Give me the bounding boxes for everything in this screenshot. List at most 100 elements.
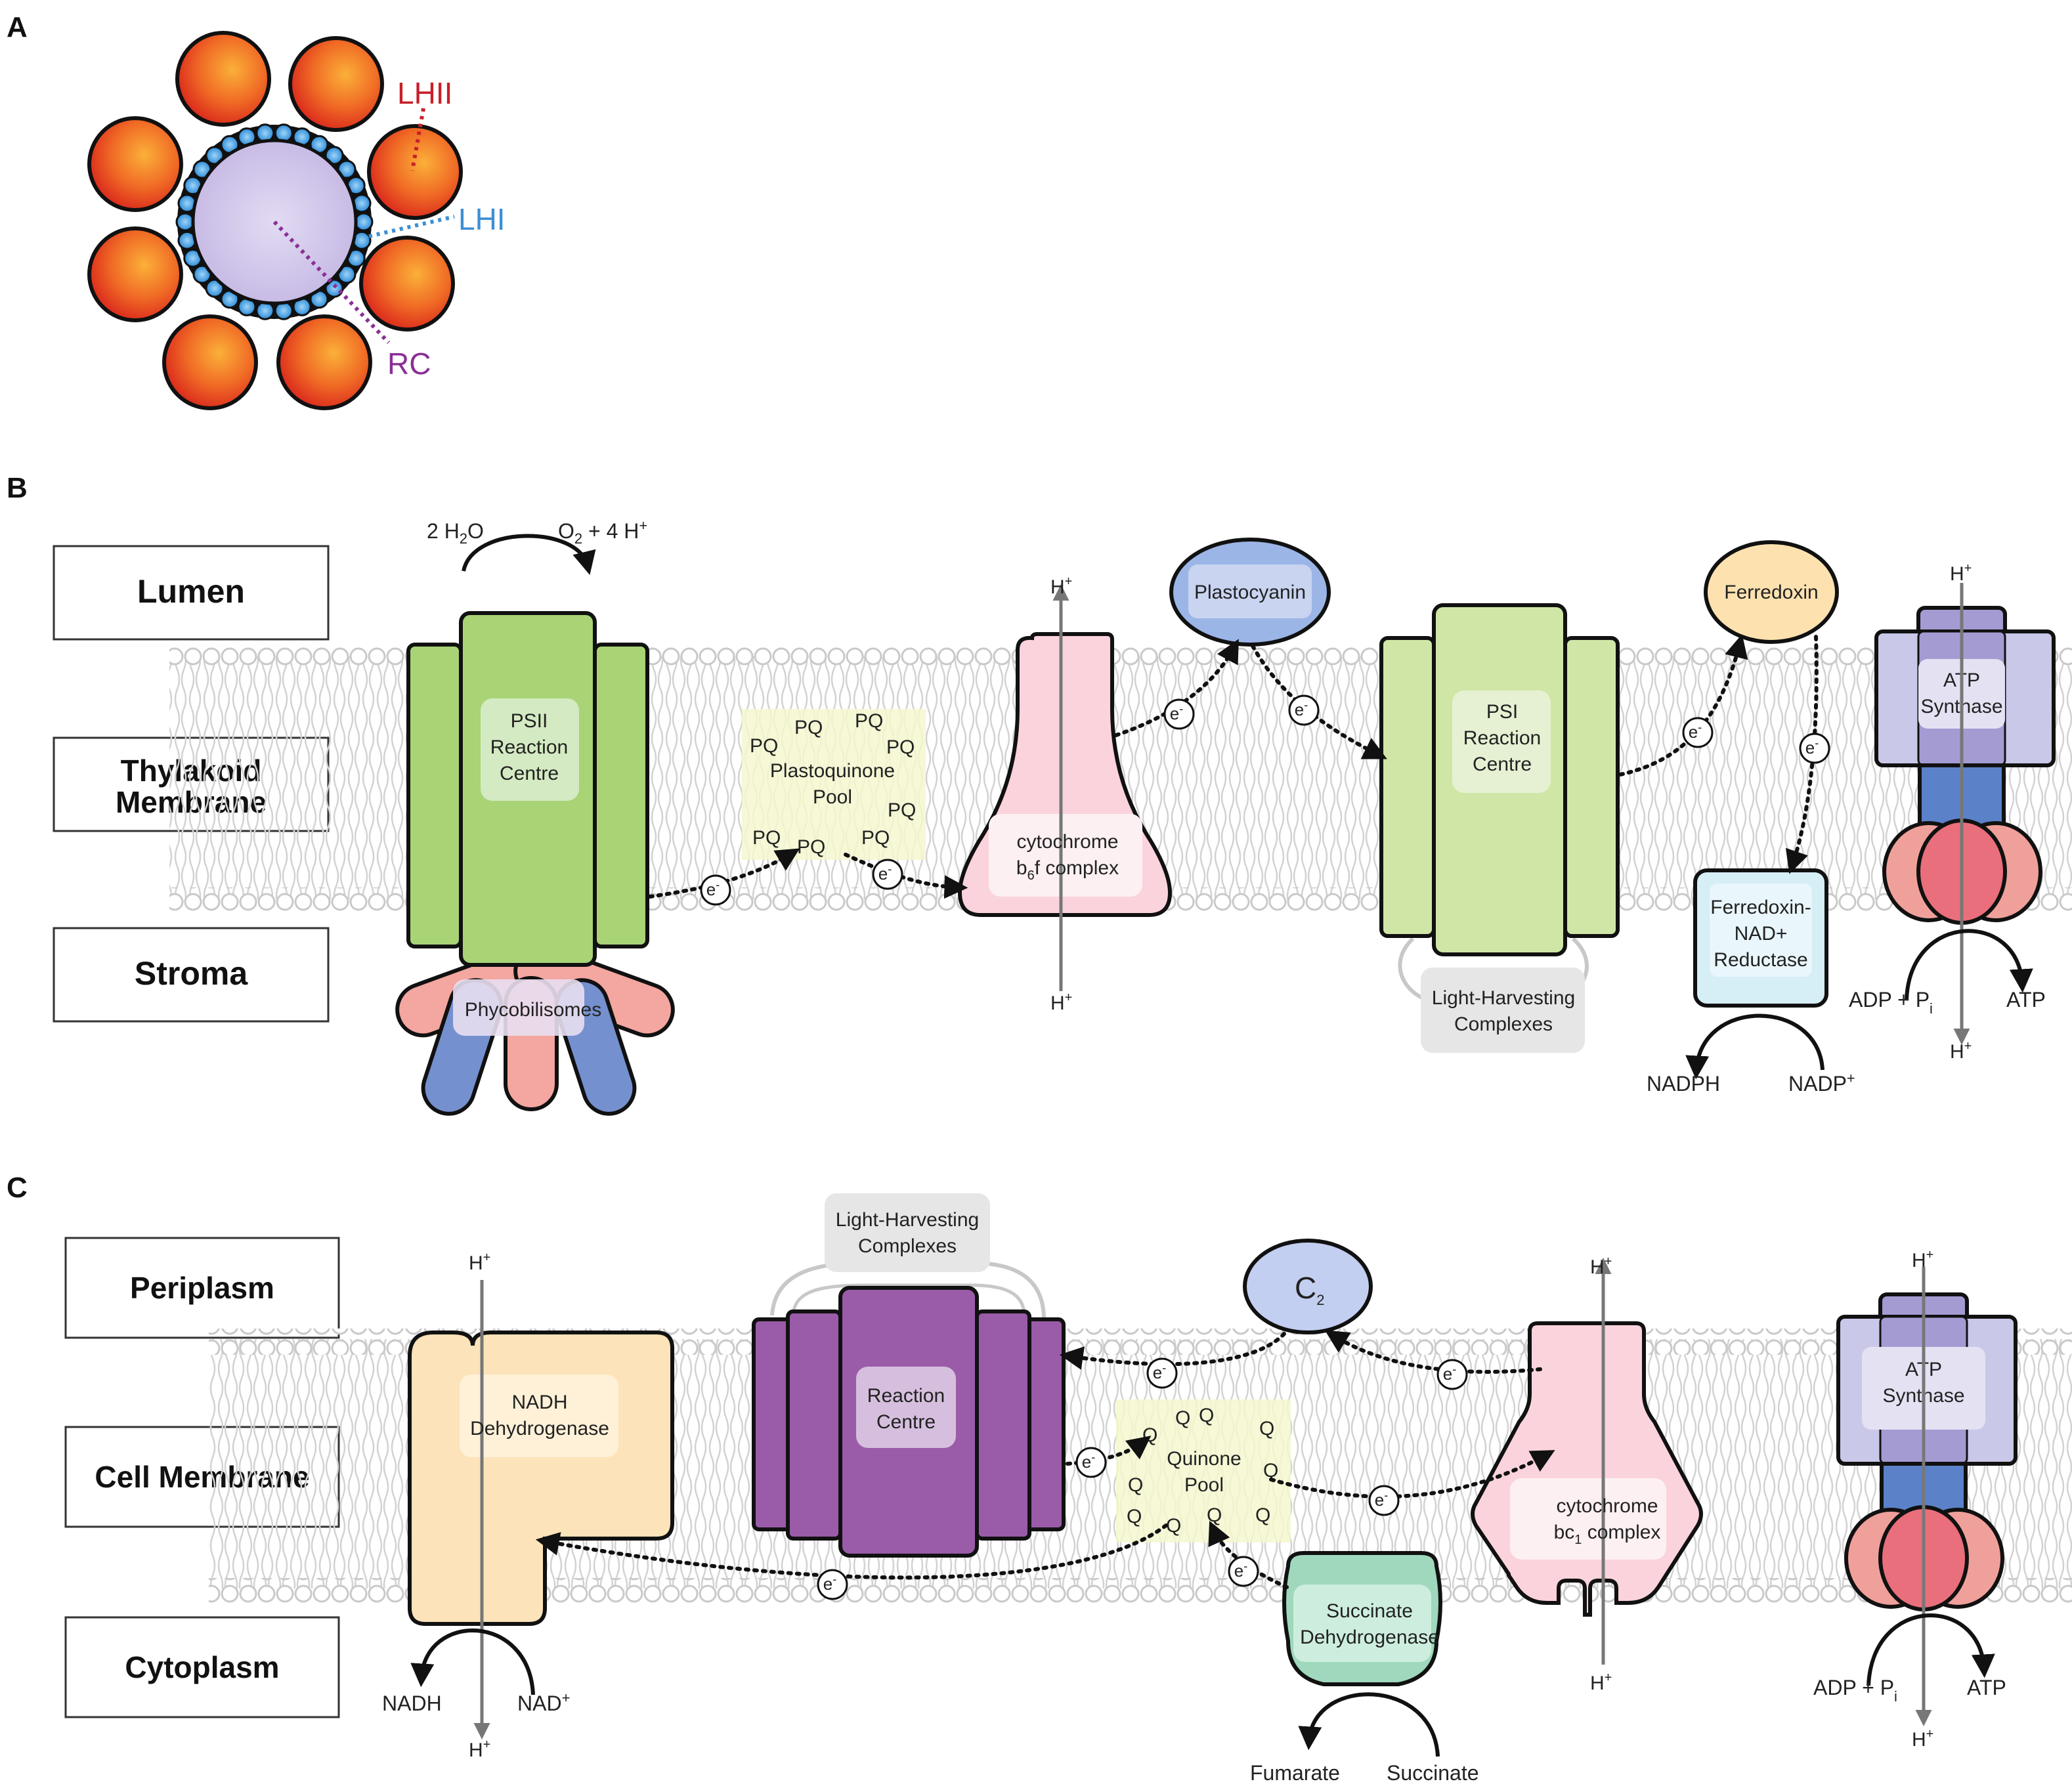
- electron-icon: e-: [1682, 717, 1714, 748]
- panel-b-thylakoid: Lumen Thylakoid Membrane Stroma 2 H2O O2…: [53, 517, 2072, 1116]
- lhii-complex: [367, 124, 463, 220]
- proton-label: H+: [1950, 1039, 1972, 1063]
- plastoquinone-pool-label: Plastoquinone: [770, 760, 895, 782]
- svg-text:e-: e-: [706, 878, 720, 899]
- cytb6f-label: cytochrome: [1016, 831, 1118, 853]
- phycobilisomes-label: Phycobilisomes: [465, 999, 601, 1021]
- lhi-pigment: [205, 278, 225, 298]
- ferredoxin-nad-reductase: Ferredoxin- NAD+ Reductase NADPH NADP+: [1647, 868, 1855, 1096]
- atp-synthase-c: ATP Synthase H+ H+ ADP + Pi ATP: [1813, 1248, 2018, 1751]
- succinate-dehydrogenase: Succinate Dehydrogenase Fumarate Succina…: [1250, 1551, 1479, 1785]
- electron-icon: e-: [1075, 1447, 1107, 1478]
- svg-text:e-: e-: [1805, 736, 1819, 757]
- panel-label-b: B: [7, 472, 28, 504]
- q-token: Q: [1127, 1506, 1142, 1527]
- cytb6f-label-box: [989, 814, 1142, 897]
- sdh-label: Dehydrogenase: [1300, 1627, 1439, 1648]
- lhi-pigment: [175, 212, 195, 232]
- psi-label: Centre: [1473, 754, 1532, 775]
- pq-token: PQ: [886, 736, 915, 758]
- quinone-pool-label: Pool: [1184, 1474, 1224, 1496]
- rc-lhc-arc: [791, 1283, 1026, 1316]
- psii-complex: 2 H2O O2 + 4 H+ Phycobilisomes PSII Reac…: [395, 517, 675, 1116]
- c2-label: C2: [1295, 1271, 1324, 1308]
- plastoquinone-pool-label: Pool: [813, 786, 852, 808]
- nadph-label: NADPH: [1647, 1072, 1720, 1096]
- rc-label: Reaction: [867, 1385, 945, 1407]
- electron-icon: e-: [1288, 694, 1320, 726]
- fnr-label: Ferredoxin-: [1710, 897, 1811, 918]
- light-harvesting-label: Light-Harvesting: [1432, 987, 1575, 1009]
- cytochrome-bc1-complex: cytochrome bc1 complex H+ H+: [1471, 1254, 1703, 1694]
- cytbc1-label-box: [1510, 1478, 1666, 1560]
- cytochrome-b6f-complex: cytochrome b6f complex H+ H+: [957, 574, 1173, 1014]
- lumen-label-box: [53, 545, 330, 641]
- electron-carriers-c: e- e- e- e- e- e-: [817, 1357, 1468, 1600]
- nadh-dehydrogenase: NADH Dehydrogenase H+ H+ NADH NAD+: [382, 1250, 674, 1761]
- stroma-label: Stroma: [135, 955, 248, 992]
- proton-label: H+: [1950, 561, 1972, 585]
- proton-label: H+: [1050, 990, 1072, 1014]
- panel-label-a: A: [7, 11, 28, 43]
- quinone-pool-label: Quinone: [1167, 1448, 1241, 1470]
- rc-label: Centre: [876, 1411, 936, 1433]
- electron-icon: e-: [1146, 1357, 1178, 1389]
- lhii-complex: [87, 116, 183, 212]
- light-harvesting-label: Complexes: [858, 1235, 957, 1257]
- proton-label: H+: [469, 1250, 490, 1274]
- proton-label: H+: [1590, 1671, 1612, 1694]
- lhii-complex: [288, 36, 384, 132]
- phycobilisomes-label-box: [453, 979, 584, 1036]
- psi-complex: PSI Reaction Centre Light-Harvesting Com…: [1379, 603, 1620, 1053]
- water-split-arrow: [462, 534, 596, 575]
- plastoquinone-pool: PQ PQ PQ PQ PQ PQ PQ PQ Plastoquinone Po…: [742, 709, 926, 860]
- nadh-dh-label-box: [460, 1374, 618, 1457]
- svg-text:e-: e-: [1295, 698, 1308, 719]
- electron-icon: e-: [1436, 1359, 1468, 1390]
- proton-label: H+: [1912, 1248, 1933, 1271]
- panel-label-c: C: [7, 1172, 28, 1204]
- svg-text:e-: e-: [1443, 1363, 1456, 1384]
- fnr-label: NAD+: [1735, 923, 1788, 945]
- light-harvesting-label: Light-Harvesting: [836, 1209, 979, 1231]
- nad-label: NAD+: [517, 1690, 570, 1715]
- cytbc1-label: bc1 complex: [1554, 1522, 1661, 1547]
- pq-token: PQ: [855, 710, 883, 732]
- fnr-label-box: [1710, 883, 1812, 977]
- proton-label: H+: [1590, 1254, 1612, 1278]
- q-token: Q: [1128, 1474, 1143, 1496]
- stroma-label-box: [53, 927, 330, 1023]
- proton-label: H+: [1050, 574, 1072, 598]
- light-harvesting-label: Complexes: [1454, 1013, 1553, 1035]
- rc-label-box: [856, 1367, 956, 1448]
- svg-text:e-: e-: [878, 862, 892, 883]
- periplasm-label-box: [64, 1237, 340, 1339]
- oxygen-output-label: O2 + 4 H+: [558, 517, 647, 547]
- plastocyanin: Plastocyanin: [1169, 538, 1331, 647]
- pq-token: PQ: [888, 799, 916, 821]
- bacterial-reaction-centre: Light-Harvesting Complexes Reaction Cent…: [752, 1193, 1066, 1558]
- psii-label-box: [481, 698, 579, 801]
- lhii-complex: [162, 314, 258, 410]
- psi-label: Reaction: [1463, 727, 1541, 749]
- panel-c-bacterial-membrane: Periplasm Cell Membrane Cytoplasm NADH D…: [64, 1193, 2072, 1785]
- lumen-label: Lumen: [137, 573, 245, 610]
- svg-text:e-: e-: [1170, 702, 1183, 723]
- svg-text:e-: e-: [1234, 1560, 1247, 1581]
- lhii-label: LHII: [397, 76, 452, 110]
- panel-a-antenna-diagram: LHII LHI RC: [87, 31, 506, 410]
- psii-label: Reaction: [490, 736, 568, 758]
- quinone-pool: Q Q Q Q Q Q Q Q Q Q Quinone Pool: [1116, 1399, 1291, 1543]
- lhii-pointer: [410, 108, 425, 171]
- svg-text:e-: e-: [1689, 721, 1702, 742]
- plastocyanin-label: Plastocyanin: [1194, 582, 1306, 603]
- cytochrome-c2: C2: [1243, 1239, 1373, 1334]
- nadph-arrow: [1685, 1013, 1824, 1080]
- pq-token: PQ: [797, 836, 825, 858]
- electron-icon: e-: [1368, 1485, 1400, 1516]
- atp-label: ATP: [2006, 988, 2046, 1011]
- lhii-complex: [87, 226, 183, 322]
- lhi-pigment: [354, 212, 374, 232]
- cytoplasm-label: Cytoplasm: [125, 1650, 279, 1684]
